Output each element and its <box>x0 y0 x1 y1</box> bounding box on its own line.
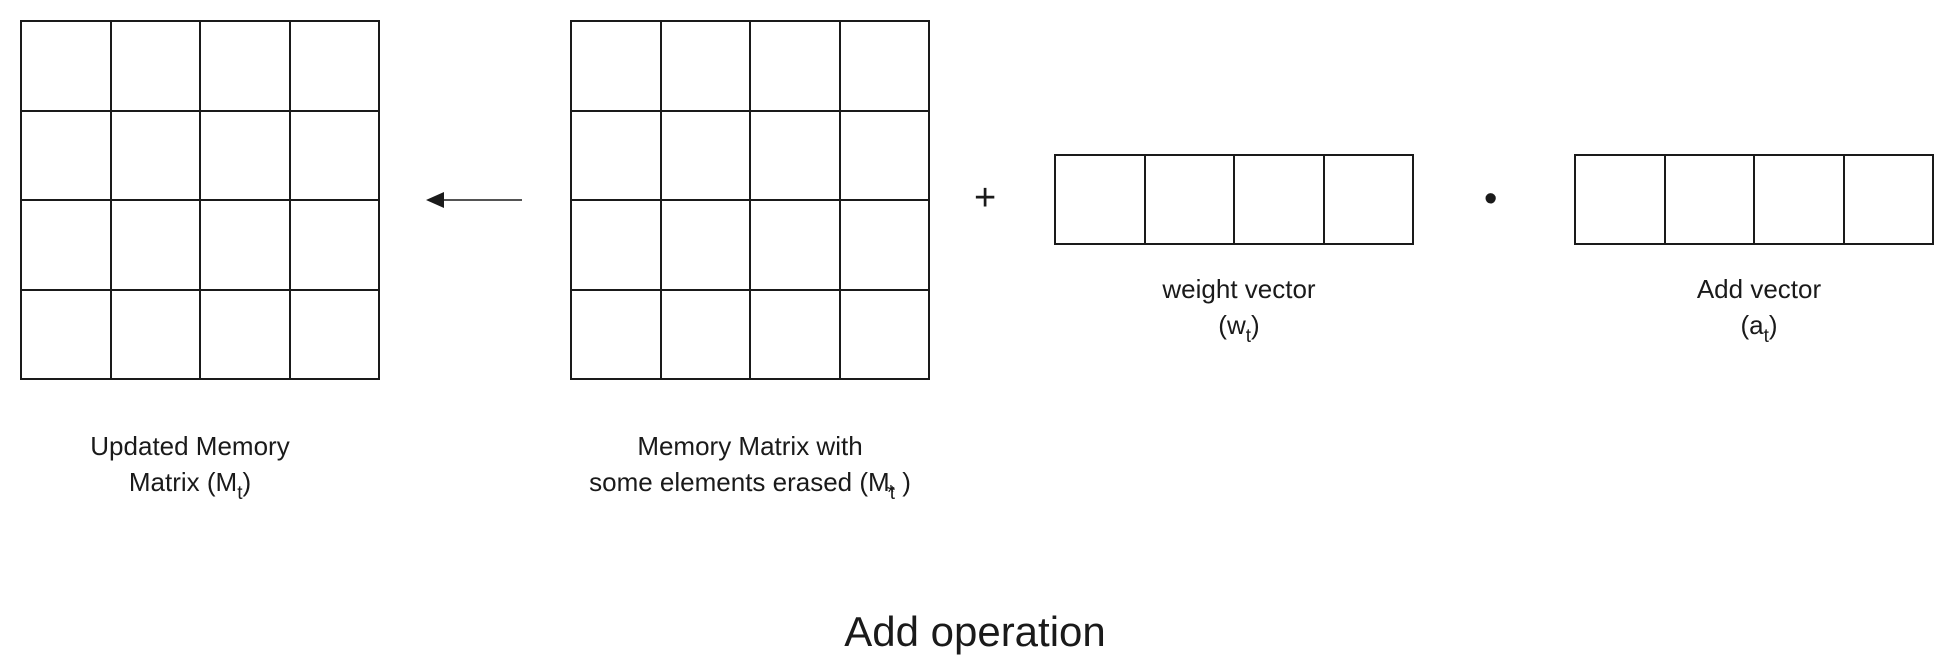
matrix-cell <box>839 200 929 290</box>
matrix-cell <box>110 110 200 200</box>
weight-vector-label-line1: weight vector <box>1162 274 1316 304</box>
matrix-cell <box>200 289 290 379</box>
matrix-cell <box>571 289 661 379</box>
matrix-cell <box>289 21 379 111</box>
updated-matrix-label: Updated Memory Matrix (Mt) <box>40 428 340 512</box>
matrix-cell <box>289 110 379 200</box>
plus-operator: + <box>974 177 997 219</box>
matrix-cell <box>200 110 290 200</box>
left-arrow-icon <box>426 192 522 208</box>
matrix-cell <box>110 289 200 379</box>
updated-matrix-label-line2: Matrix (Mt) <box>128 467 252 504</box>
matrix-cell <box>660 21 750 111</box>
erased-matrix-label-line1: Memory Matrix with <box>637 431 863 461</box>
matrix-cell <box>571 21 661 111</box>
diagram-title: Add operation <box>844 608 1106 655</box>
add-vector-symbol: (at) <box>1740 310 1778 347</box>
erased-memory-matrix <box>570 20 930 380</box>
updated-matrix-label-line1: Updated Memory <box>90 431 290 461</box>
asterisk: * <box>886 482 895 504</box>
matrix-cell <box>839 110 929 200</box>
matrix-cell <box>21 289 111 379</box>
matrix-cell <box>571 110 661 200</box>
vector-cell <box>1575 155 1665 244</box>
vector-cell <box>1144 155 1234 244</box>
vector-cell <box>1664 155 1754 244</box>
matrix-cell <box>750 200 840 290</box>
weight-vector <box>1054 154 1414 245</box>
add-vector-label-line1: Add vector <box>1696 274 1822 304</box>
matrix-cell <box>660 110 750 200</box>
vector-cell <box>1234 155 1324 244</box>
updated-memory-matrix <box>20 20 380 380</box>
erased-matrix-label: Memory Matrix with some elements erased … <box>560 428 940 512</box>
matrix-cell <box>289 200 379 290</box>
weight-vector-label: weight vector (wt) <box>1089 271 1389 355</box>
matrix-cell <box>750 289 840 379</box>
erased-matrix-label-line2: some elements erased (M*t ) <box>560 464 940 512</box>
matrix-cell <box>750 110 840 200</box>
matrix-cell <box>200 200 290 290</box>
dot-operator: • <box>1484 178 1498 220</box>
matrix-cell <box>21 110 111 200</box>
add-vector <box>1574 154 1934 245</box>
matrix-cell <box>660 289 750 379</box>
vector-cell <box>1055 155 1145 244</box>
matrix-cell <box>21 200 111 290</box>
matrix-cell <box>110 200 200 290</box>
weight-vector-symbol: (wt) <box>1218 310 1260 347</box>
vector-cell <box>1843 155 1933 244</box>
matrix-cell <box>660 200 750 290</box>
matrix-cell <box>110 21 200 111</box>
matrix-cell <box>200 21 290 111</box>
matrix-cell <box>750 21 840 111</box>
add-vector-label: Add vector (at) <box>1609 271 1909 355</box>
matrix-cell <box>839 21 929 111</box>
matrix-cell <box>571 200 661 290</box>
vector-cell <box>1754 155 1844 244</box>
vector-cell <box>1323 155 1413 244</box>
matrix-cell <box>21 21 111 111</box>
matrix-cell <box>839 289 929 379</box>
matrix-cell <box>289 289 379 379</box>
